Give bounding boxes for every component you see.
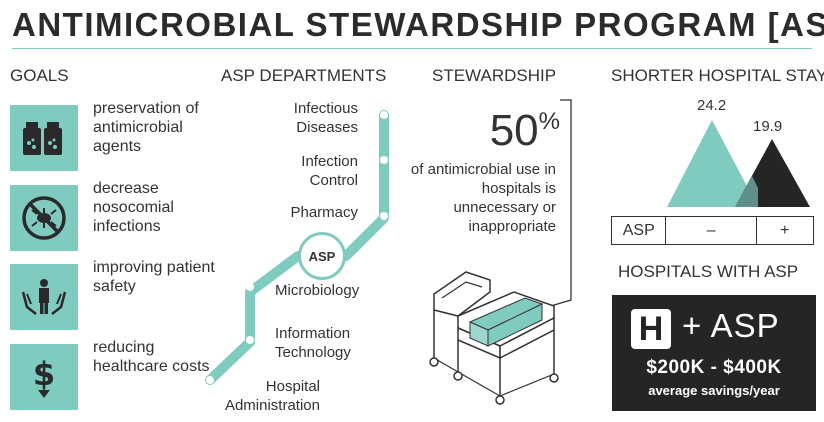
stay-table-label: ASP [612,217,667,244]
stay-heading: SHORTER HOSPITAL STAY [611,66,824,85]
savings-range: $200K - $400K [646,357,782,378]
stay-with-value: 19.9 [753,118,783,135]
dept-information-technology: Information Technology [275,325,351,361]
goal-text-1: preservation of antimicrobial agents [93,100,199,155]
stewardship-text: of antimicrobial use in hospitals is unn… [410,161,556,235]
main-title: ANTIMICROBIAL STEWARDSHIP PROGRAM [ASP] [12,6,824,43]
svg-text:$: $ [33,355,55,393]
stay-without-value: 24.2 [697,97,727,114]
goal-tile-1 [10,105,78,171]
goal-text-4: reducing healthcare costs [93,339,210,375]
title-rule [12,48,812,49]
goal-text-3: improving patient safety [93,259,215,295]
dept-pharmacy: Pharmacy [290,204,358,221]
stay-table-plus: + [780,221,790,239]
without-asp-triangle [667,120,758,207]
dept-microbiology: Microbiology [275,282,360,299]
savings-subtext: average savings/year [648,383,780,398]
dept-hospital-administration: Hospital Administration [224,378,320,414]
stay-table: ASP – + [611,216,814,245]
stewardship-heading: STEWARDSHIP [432,66,557,85]
stewardship-percent: 50% [460,106,560,156]
hospitals-heading: HOSPITALS WITH ASP [618,262,799,281]
asp-savings-box: H + ASP $200K - $400K average savings/ye… [612,295,816,411]
overlap-triangle [735,176,758,207]
dept-infectious-diseases: Infectious Diseases [293,100,358,136]
hospital-bed-icon [429,271,559,405]
goal-tile-3 [10,264,78,330]
dollar-down-icon: $ [33,355,55,398]
hospital-h-icon: H [631,309,671,349]
patient-in-hands-icon [21,279,67,315]
goal-tile-4: $ [10,344,78,410]
stay-table-minus: – [666,217,757,244]
departments-heading: ASP DEPARTMENTS [221,66,387,85]
goal-tile-2 [10,185,78,251]
no-bacteria-icon [22,196,66,240]
goal-text-2: decrease nosocomial infections [93,180,174,235]
stewardship-unit: % [538,108,560,135]
asp-node: ASP [298,232,346,280]
stewardship-value: 50 [489,106,539,155]
goals-heading: GOALS [10,66,69,85]
dept-infection-control: Infection Control [301,153,358,189]
medicine-bottles-icon [23,122,62,155]
plus-asp-text: + ASP [682,307,780,344]
